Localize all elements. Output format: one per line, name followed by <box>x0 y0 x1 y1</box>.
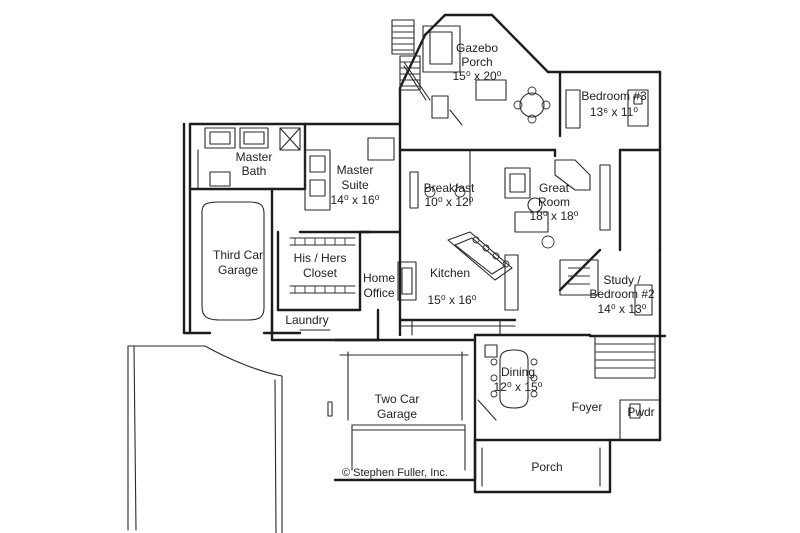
third-car-garage-walls <box>182 122 302 335</box>
label-powder: Pwdr <box>627 405 654 419</box>
label-gazebo-porch-1: Gazebo <box>456 41 498 55</box>
label-two-car-garage-1: Two Car <box>375 392 420 406</box>
label-porch: Porch <box>531 460 562 474</box>
car-outline-third <box>201 201 265 321</box>
label-master-bath-1: Master <box>236 150 273 164</box>
gazebo-furniture <box>431 79 551 124</box>
label-master-suite-2: Suite <box>341 178 369 192</box>
label-kitchen: Kitchen <box>430 266 470 280</box>
driveway <box>127 345 283 533</box>
label-great-room-2: Room <box>538 195 570 209</box>
kitchen-counter <box>398 318 517 336</box>
label-breakfast: Breakfast <box>424 181 475 195</box>
label-dining-dims: 12⁰ x 15⁰ <box>494 380 543 394</box>
breakfast-furniture <box>409 171 466 209</box>
kitchen-island <box>447 231 519 311</box>
label-master-bath-2: Bath <box>242 164 267 178</box>
label-third-car-garage-1: Third Car <box>213 248 263 262</box>
great-room-furniture <box>504 159 611 249</box>
label-foyer: Foyer <box>572 400 603 414</box>
label-gazebo-porch-2: Porch <box>461 55 492 69</box>
label-closet-2: Closet <box>303 266 338 280</box>
porch-walls <box>473 438 612 494</box>
label-study-dims: 14⁰ x 13⁰ <box>598 302 647 316</box>
label-study-2: Bedroom #2 <box>589 287 655 301</box>
gazebo-porch-walls <box>398 13 662 126</box>
room-labels: Gazebo Porch 15⁰ x 20⁰ Bedroom #3 13⁶ x … <box>213 41 655 479</box>
master-suite-walls <box>298 122 402 234</box>
dining-foyer-walls <box>473 333 662 442</box>
label-gazebo-porch-dims: 15⁰ x 20⁰ <box>453 69 502 83</box>
copyright-notice: © Stephen Fuller, Inc. <box>342 467 448 479</box>
label-dining: Dining <box>501 365 535 379</box>
gazebo-stairs <box>391 19 421 91</box>
label-kitchen-dims: 15⁰ x 16⁰ <box>428 293 477 307</box>
label-home-office-2: Office <box>363 286 394 300</box>
label-closet-1: His / Hers <box>294 251 347 265</box>
label-great-room-1: Great <box>539 181 570 195</box>
label-breakfast-dims: 10⁰ x 12⁰ <box>425 195 474 209</box>
closet-walls <box>276 230 362 312</box>
label-two-car-garage-2: Garage <box>377 407 417 421</box>
bedroom3-walls <box>558 70 662 150</box>
label-study-1: Study / <box>603 273 641 287</box>
label-home-office-1: Home <box>363 271 395 285</box>
label-great-room-dims: 18⁰ x 18⁰ <box>530 209 579 223</box>
label-third-car-garage-2: Garage <box>218 263 258 277</box>
label-master-suite-dims: 14⁰ x 16⁰ <box>331 193 380 207</box>
label-bedroom3: Bedroom #3 <box>581 89 647 103</box>
powder-room-walls <box>619 399 661 441</box>
label-bedroom3-dims: 13⁶ x 11⁰ <box>590 105 638 119</box>
main-living-walls <box>398 146 662 337</box>
label-master-suite-1: Master <box>337 163 374 177</box>
label-laundry: Laundry <box>285 313 328 327</box>
home-office-walls <box>358 230 417 342</box>
dining-table <box>477 344 538 421</box>
